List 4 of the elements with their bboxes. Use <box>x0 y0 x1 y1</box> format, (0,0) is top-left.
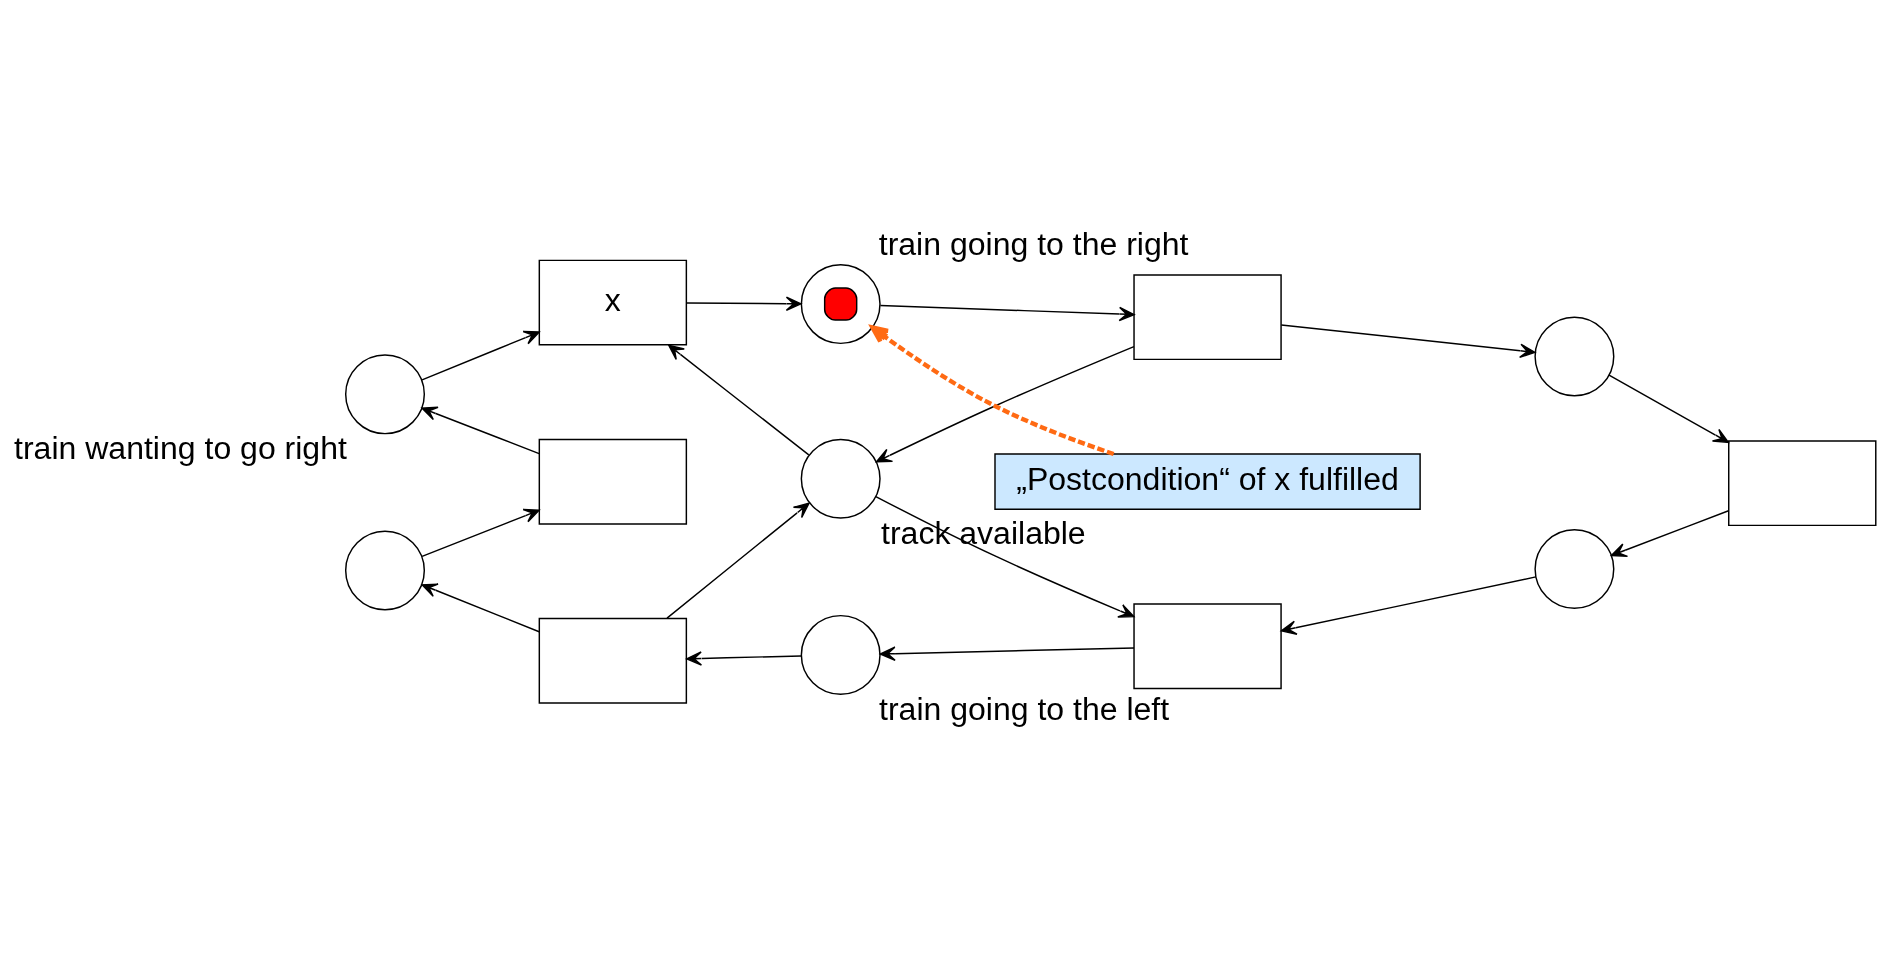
node-label: train going to the left <box>879 690 1170 727</box>
node-label: train wanting to go right <box>14 430 347 467</box>
node-label: train going to the right <box>878 226 1189 263</box>
node-label: track available <box>881 514 1086 551</box>
